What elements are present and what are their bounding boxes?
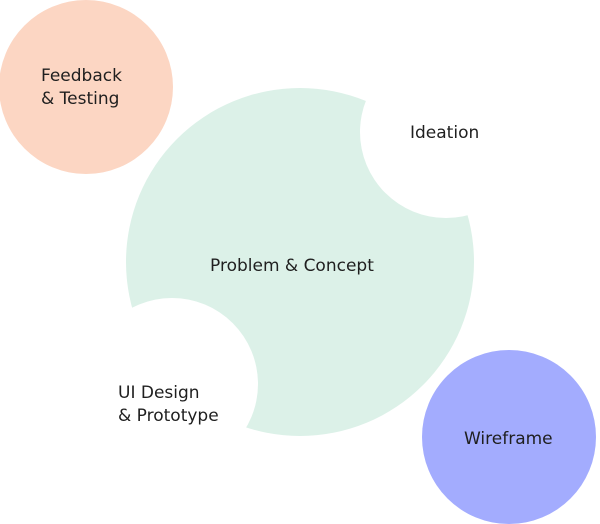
feedback-testing-label: Feedback & Testing	[41, 66, 127, 109]
ui-design-prototype-label: UI Design & Prototype	[118, 383, 219, 426]
wireframe-label: Wireframe	[464, 429, 553, 449]
ideation-label: Ideation	[410, 123, 479, 143]
feedback-testing-bubble	[0, 0, 173, 174]
feedback-testing-label-line-2: & Testing	[41, 89, 119, 109]
ui-design-prototype-label-line-2: & Prototype	[118, 406, 219, 426]
feedback-testing-label-line-1: Feedback	[41, 66, 122, 86]
ui-design-prototype-bubble	[86, 298, 258, 470]
problem-concept-label-line-1: Problem & Concept	[210, 256, 374, 276]
ideation-bubble	[360, 46, 532, 218]
wireframe-bubble	[422, 350, 596, 524]
problem-concept-label: Problem & Concept	[210, 256, 374, 276]
wireframe-label-line-1: Wireframe	[464, 429, 553, 449]
ideation-label-line-1: Ideation	[410, 123, 479, 143]
ui-design-prototype-label-line-1: UI Design	[118, 383, 200, 403]
